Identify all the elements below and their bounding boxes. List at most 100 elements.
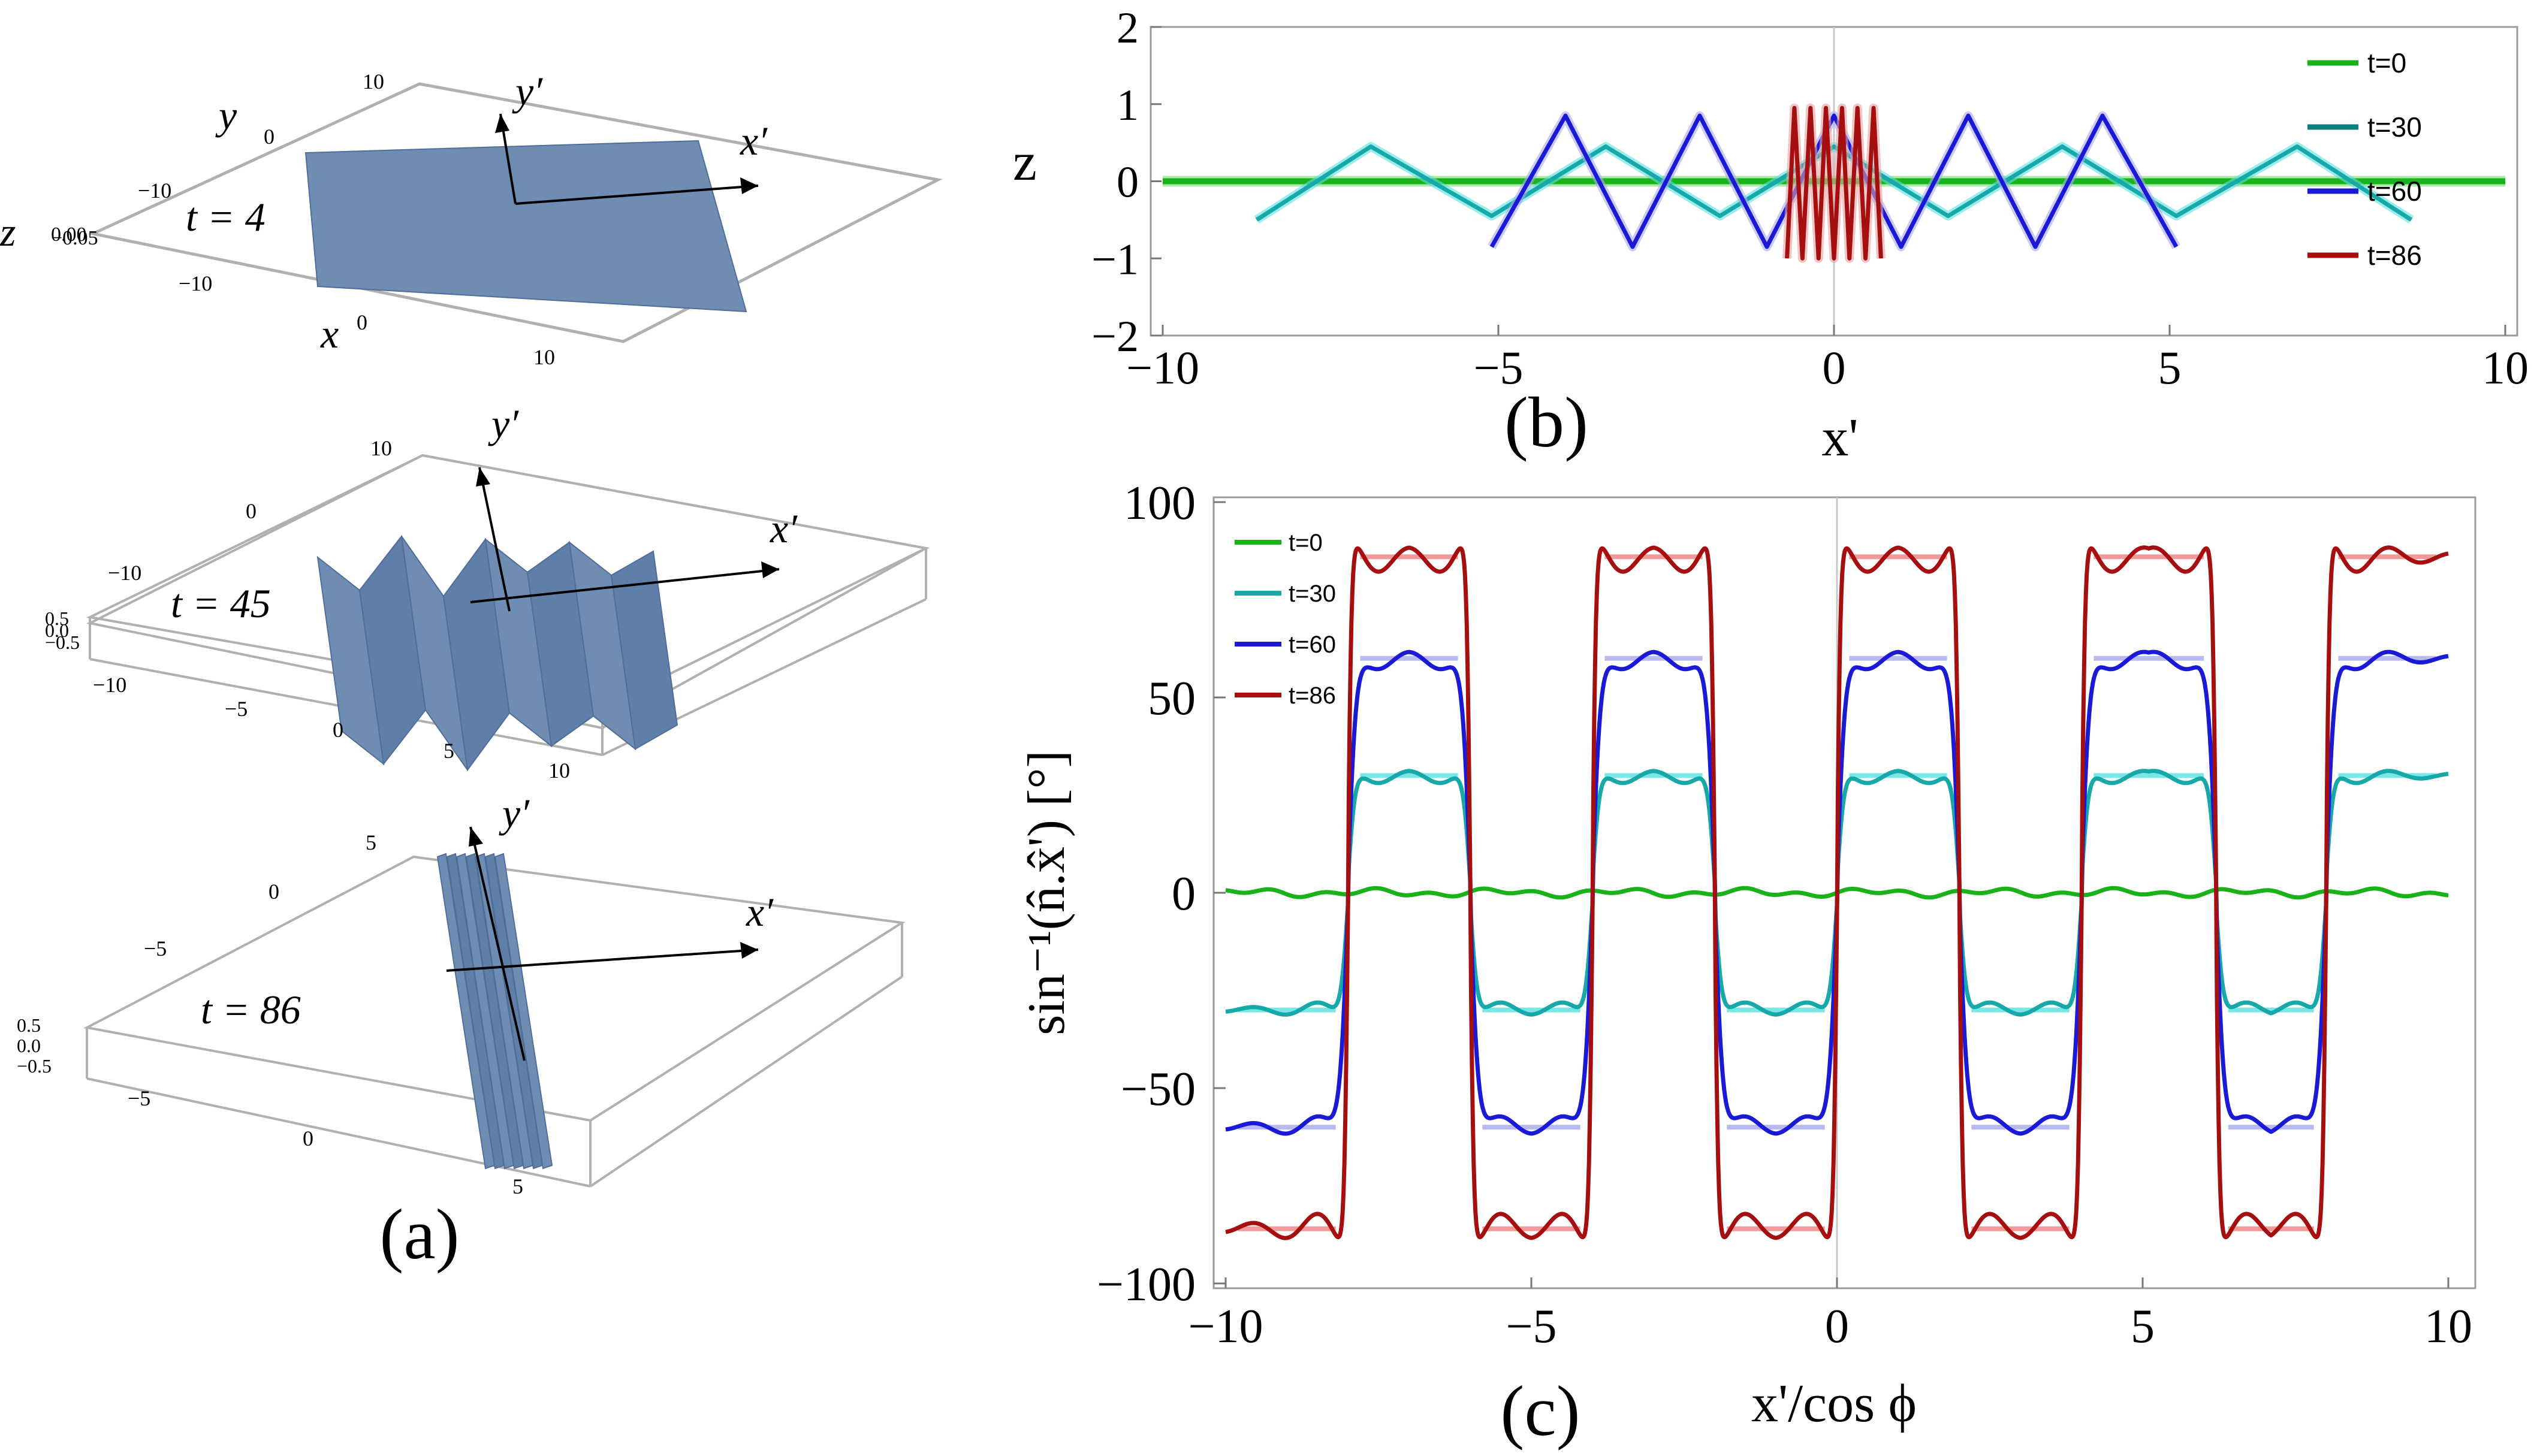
panel-a-3d-plots: y′ x′ t = 4 y x z 10 0 −10 −10 0 10 −0.0… [0,68,943,1274]
panel-c-series [1224,545,2450,1240]
panel-c-ytick-label: 50 [1148,672,1196,725]
panel-a-plot-t86-ytick-5: 5 [366,830,376,854]
panel-b-series-line [1489,113,2179,249]
panel-a-plot-t45-yprime-arrowhead [476,467,490,487]
panel-c-label: (c) [1500,1371,1580,1451]
panel-a-plot-t4-xtick-10: 10 [533,345,555,369]
panel-c-y-ticks: −100 −50 0 50 100 [1097,477,1226,1311]
panel-b-xtick-label: −5 [1474,342,1524,394]
panel-a-plot-t45-xtick-m10: −10 [93,673,126,697]
panel-a-plot-t4-xtick-m10: −10 [179,271,212,295]
panel-b-ytick-label: 1 [1117,81,1139,130]
panel-c-xtick-label: 0 [1825,1300,1849,1353]
panel-a-plot-t86-xprime-label: x′ [746,889,774,935]
panel-a-plot-t86-sheet [494,853,553,1170]
panel-a-plot-t4-xtick-0: 0 [357,310,367,334]
panel-c-series-line [1224,545,2450,1240]
panel-a-plot-t4-ztick-m005: −0.05 [51,227,98,249]
panel-a-plot-t45-yprime-arrow [478,467,511,612]
panel-c-xtick-label: −5 [1506,1300,1556,1353]
panel-a-plot-t45-xprime-arrowhead [761,561,779,578]
panel-a-plot-t45-xtick-10: 10 [548,759,570,783]
panel-a-plot-t4-ztick-000: 0.00 [51,223,87,246]
panel-b-y-ticks: −2 −1 0 1 2 [1091,4,1162,361]
panel-a-plot-t45-xtick-m5: −5 [225,697,248,721]
panel-b-xlabel: x' [1821,408,1858,467]
panel-a-plot-t4-ytick-0: 0 [264,125,274,149]
panel-a-plot-t86-ytick-m5: −5 [144,937,167,960]
panel-c-xlabel: x'/cos ϕ [1751,1374,1917,1433]
panel-b-series [1163,103,2505,263]
panel-a-plot-t86-ztick-05: 0.5 [17,1014,41,1036]
panel-c-xtick-label: 10 [2424,1300,2472,1353]
panel-b-legend-label: t=0 [2367,47,2406,78]
panel-a-plot-t86-xprime-arrowhead [740,942,758,959]
panel-b-legend-label: t=60 [2367,176,2422,207]
panel-a-plot-t86: y′ x′ t = 86 5 0 −5 −5 0 5 0.5 0.0 −0.5 [17,790,906,1198]
panel-a-plot-t86-time-label: t = 86 [201,987,301,1032]
panel-a-plot-t86-ztick-00: 0.0 [17,1035,41,1056]
panel-a-plot-t45-ytick-0: 0 [246,499,257,523]
panel-c-legend-label: t=0 [1289,530,1323,556]
panel-a-plot-t86-ytick-0: 0 [269,880,279,904]
panel-a-plot-t86-xtick-5: 5 [512,1174,523,1198]
panel-a-plot-t86-yprime-label: y′ [499,790,530,836]
panel-a-plot-t86-xtick-0: 0 [303,1126,313,1150]
panel-b-legend-label: t=30 [2367,111,2422,143]
panel-a-plot-t45-time-label: t = 45 [171,581,271,626]
panel-a-plot-t45-ztick-m05: −0.5 [45,632,80,653]
panel-c-legend-label: t=30 [1289,581,1336,607]
panel-a-label: (a) [379,1194,459,1274]
panel-a-plot-t45-xprime-label: x′ [770,506,798,551]
panel-a-plot-t86-surface [436,853,553,1170]
panel-b-ytick-label: 0 [1117,158,1139,207]
panel-a-plot-t4-ytick-m10: −10 [138,179,171,203]
panel-b-xtick-label: 0 [1823,342,1846,394]
panel-c-legend: t=0 t=30 t=60 t=86 [1235,530,1336,709]
panel-b-legend-label: t=86 [2367,240,2422,271]
panel-a-plot-t4-ytick-10: 10 [363,70,384,93]
panel-a-plot-t45-xprime-arrow [470,568,780,603]
panel-a-plot-t4-xprime-arrowhead [740,177,758,194]
panel-a-plot-t45-yprime-label: y′ [488,401,519,446]
panel-b-label: (b) [1504,382,1588,462]
panel-a-plot-t4-surface [304,140,747,313]
panel-a-plot-t4-time-label: t = 4 [186,194,266,240]
panel-b-xtick-label: 10 [2482,342,2529,394]
panel-a-plot-t4-yprime-arrowhead [495,114,509,133]
panel-c-ytick-label: −100 [1097,1258,1196,1311]
panel-b-ytick-label: −2 [1091,312,1139,361]
panel-b-ytick-label: −1 [1091,235,1139,284]
panel-a-plot-t45-ztick-05: 0.5 [45,608,69,629]
panel-a-plot-t4-xprime-arrow [515,185,759,205]
panel-c-xtick-label: −10 [1188,1300,1263,1353]
panel-a-plot-t4-y-axis-label: y [215,92,237,138]
panel-a-plot-t86-box-bottom-right [589,975,903,1188]
panel-c-ytick-label: 0 [1172,868,1196,920]
panel-c-x-ticks: −10 −5 0 5 10 [1188,1277,2472,1353]
panel-c-xtick-label: 5 [2131,1300,2155,1353]
panel-b-ylabel: z [1013,132,1037,192]
panel-a-plot-t45-surface [316,534,678,772]
panel-c-ylabel: sin⁻¹(n̂.x̂') [°] [1018,750,1076,1035]
panel-a-plot-t4: y′ x′ t = 4 y x z 10 0 −10 −10 0 10 −0.0… [0,68,943,369]
panel-b-ytick-label: 2 [1117,4,1139,53]
panel-b-series-line [1785,105,1883,261]
panel-a-plot-t45-ytick-10: 10 [370,436,392,460]
panel-a-plot-t4-z-axis-label: z [0,209,16,255]
panel-a-plot-t45-ytick-m10: −10 [108,561,141,585]
panel-a-plot-t4-x-axis-label: x [320,311,339,357]
panel-c-ytick-label: −50 [1121,1063,1196,1116]
panel-c-legend-label: t=86 [1289,682,1336,709]
panel-a-plot-t86-xprime-arrow [446,948,759,972]
panel-a-plot-t45-xtick-0: 0 [333,718,343,742]
panel-a-plot-t45-ztick-00: 0.0 [45,620,69,641]
panel-c-ytick-label: 100 [1124,477,1196,530]
panel-a-plot-t45-facet [610,550,678,750]
panel-a-plot-t4-xprime-label: x′ [740,118,768,164]
panel-a-plot-t4-box [88,82,943,343]
panel-c-legend-label: t=60 [1289,632,1336,658]
